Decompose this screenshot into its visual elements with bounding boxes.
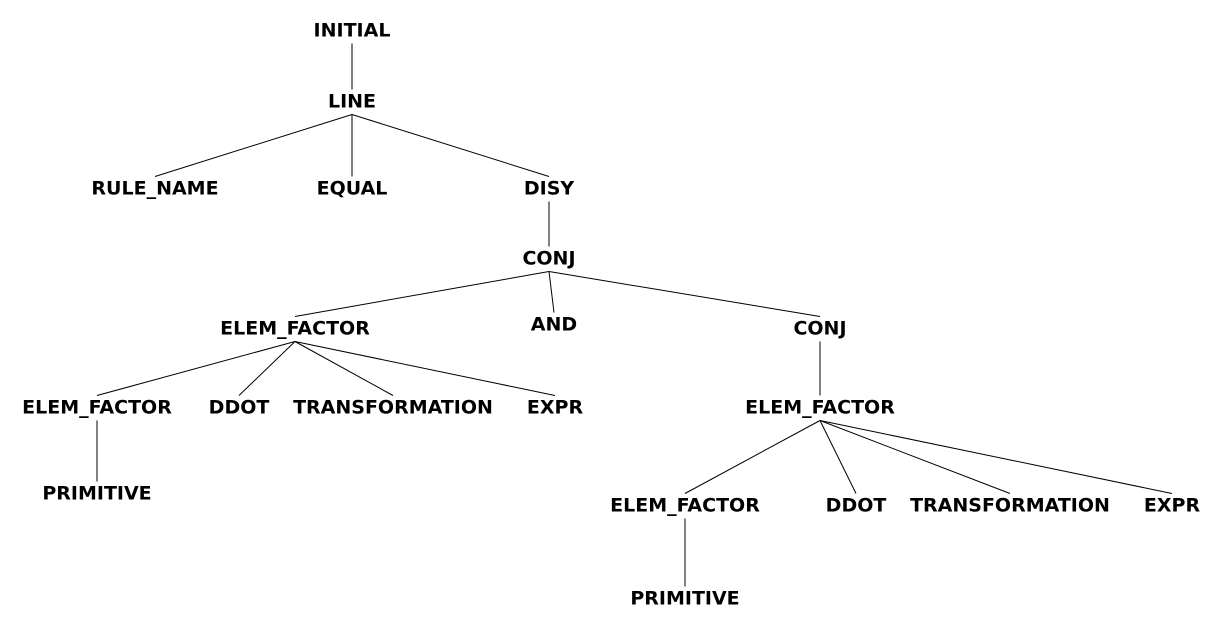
node-conj-right: CONJ bbox=[793, 317, 847, 340]
node-transformation-right: TRANSFORMATION bbox=[910, 494, 1110, 517]
node-expr-left: EXPR bbox=[526, 396, 584, 419]
node-transformation-left: TRANSFORMATION bbox=[293, 396, 493, 419]
node-primitive-right: PRIMITIVE bbox=[630, 587, 740, 610]
node-elem-factor-right: ELEM_FACTOR bbox=[745, 396, 895, 419]
edge-conj_1-to-elem_factor_1 bbox=[294, 271, 550, 317]
edge-elem_factor_3-to-elem_factor_4 bbox=[684, 420, 821, 494]
edge-elem_factor_3-to-ddot_2 bbox=[819, 420, 857, 494]
node-rule-name: RULE_NAME bbox=[91, 177, 219, 200]
edge-elem_factor_1-to-transformation_1 bbox=[294, 341, 394, 396]
node-ddot-left: DDOT bbox=[208, 396, 270, 419]
edge-line-to-rule_name bbox=[154, 114, 353, 177]
node-and: AND bbox=[530, 313, 578, 336]
node-line: LINE bbox=[327, 90, 377, 113]
edge-elem_factor_1-to-expr_1 bbox=[294, 341, 556, 396]
edge-conj_1-to-conj_2 bbox=[548, 271, 821, 317]
edge-elem_factor_1-to-ddot_1 bbox=[238, 341, 296, 396]
node-elem-factor-right-child: ELEM_FACTOR bbox=[610, 494, 760, 517]
node-disy: DISY bbox=[523, 177, 575, 200]
edge-conj_1-to-and bbox=[548, 271, 555, 313]
node-equal: EQUAL bbox=[316, 177, 388, 200]
node-initial: INITIAL bbox=[313, 19, 391, 42]
edge-elem_factor_3-to-transformation_2 bbox=[819, 420, 1011, 494]
node-elem-factor-left-child: ELEM_FACTOR bbox=[22, 396, 172, 419]
node-expr-right: EXPR bbox=[1143, 494, 1201, 517]
node-ddot-right: DDOT bbox=[825, 494, 887, 517]
edge-line-to-disy bbox=[351, 114, 550, 177]
edge-elem_factor_3-to-expr_2 bbox=[819, 420, 1173, 494]
node-primitive-left: PRIMITIVE bbox=[42, 482, 152, 505]
node-conj-root: CONJ bbox=[522, 247, 576, 270]
edge-elem_factor_1-to-elem_factor_2 bbox=[96, 341, 296, 396]
node-elem-factor-left: ELEM_FACTOR bbox=[220, 317, 370, 340]
